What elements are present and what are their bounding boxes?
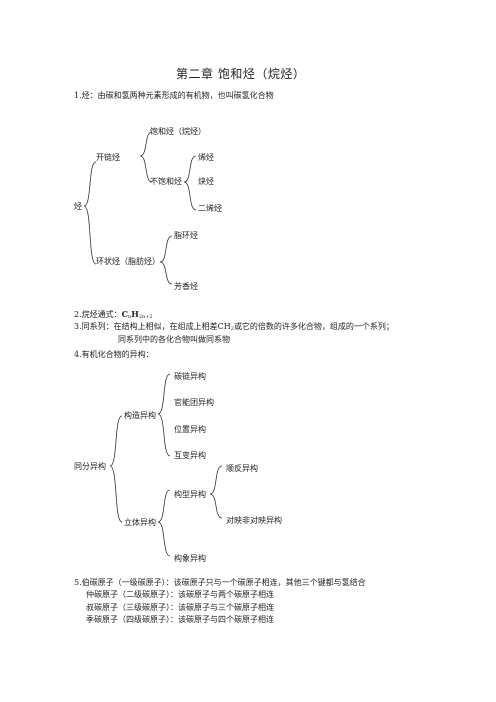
formula-h: H	[131, 309, 139, 319]
tree1-open-chain: 开链烃	[96, 153, 120, 162]
homolog-ch: CH	[217, 322, 231, 331]
tree1-cyclic: 环状烃（脂肪烃）	[96, 257, 160, 266]
alkane-general-formula: 2.烷烃通式：CnH2n+2	[74, 309, 153, 322]
secondary-carbon: 仲碳原子（二级碳原子）：该碳原子与两个碳原子相连	[86, 590, 274, 599]
isomerism-heading: 4.有机化合物的异构：	[74, 350, 154, 359]
quaternary-carbon: 季碳原子（四级碳原子）：该碳原子与四个碳原子相连	[86, 615, 274, 624]
brace-open-chain	[139, 131, 153, 183]
brace-stereo	[157, 489, 171, 557]
brace-constitutional	[157, 373, 171, 457]
tree2-carbon-chain: 碳链异构	[174, 372, 206, 381]
tree1-alkene: 烯烃	[198, 153, 214, 162]
tree2-stereo: 立体异构	[124, 518, 156, 527]
formula-prefix: 2.烷烃通式：	[74, 310, 122, 319]
tree1-alicyclic: 脂环烃	[174, 231, 198, 240]
homologous-series-line2: 同系列中的各化合物叫做同系物	[118, 335, 230, 344]
tertiary-carbon: 叔碳原子（三级碳原子）：该碳原子与三个碳原子相连	[86, 603, 274, 612]
brace-root	[83, 161, 97, 265]
definition-hydrocarbon: 1.烃：由碳和氢两种元素形成的有机物，也叫碳氢化合物	[74, 91, 274, 100]
tree1-diene: 二烯烃	[198, 204, 222, 213]
tree1-aromatic: 芳香烃	[174, 282, 198, 291]
page-title: 第二章 饱和烃（烷烃）	[176, 67, 306, 81]
brace-cyclic	[159, 235, 173, 285]
formula-n: n	[128, 314, 132, 320]
tree1-root: 烃	[74, 202, 82, 211]
tree2-conformational: 构象异构	[174, 554, 206, 563]
formula-subscript: 2n+2	[138, 314, 153, 320]
tree2-functional: 官能团异构	[174, 398, 214, 407]
homolog-text-b: 或它的倍数的许多化合物，组成的一个系列；	[233, 322, 394, 331]
formula-c: C	[121, 309, 129, 319]
tree2-tautomer: 互变异构	[174, 451, 206, 460]
brace-unsaturated	[183, 155, 197, 211]
primary-carbon: 5.伯碳原子（一级碳原子）：该碳原子只与一个碳原子相连，其他三个键都与氢结合	[74, 578, 366, 587]
tree1-saturated: 饱和烃（烷烃）	[150, 127, 206, 136]
tree2-root: 同分异构	[74, 462, 106, 471]
homolog-text-a: 3.同系列：在结构上相似，在组成上相差	[74, 322, 218, 331]
homologous-series-definition: 3.同系列：在结构上相似，在组成上相差CH2或它的倍数的许多化合物，组成的一个系…	[74, 322, 394, 334]
tree2-position: 位置异构	[174, 425, 206, 434]
tree2-enantiomer: 对映非对映异构	[226, 516, 282, 525]
tree2-constitutional: 构造异构	[124, 411, 156, 420]
homolog-ch-sub: 2	[230, 326, 234, 332]
tree1-unsaturated: 不饱和烃	[150, 177, 182, 186]
brace-configurational	[209, 465, 223, 519]
tree1-alkyne: 炔烃	[198, 177, 214, 186]
tree2-cis-trans: 顺反异构	[226, 464, 258, 473]
brace-isomer-root	[109, 415, 123, 523]
tree2-configurational: 构型异构	[174, 490, 206, 499]
